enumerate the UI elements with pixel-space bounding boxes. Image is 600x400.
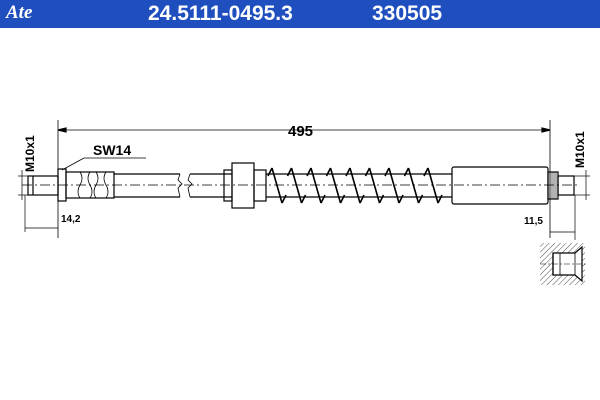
right-knurl xyxy=(547,171,559,200)
port-section-detail xyxy=(540,243,588,285)
ate-logo: Ate xyxy=(6,2,33,23)
crimp-sleeve xyxy=(451,166,549,205)
length-label: 495 xyxy=(288,123,313,140)
part-number: 24.5111-0495.3 xyxy=(148,2,293,25)
header-bar: Ate 24.5111-0495.3 330505 xyxy=(0,0,600,28)
hose-nut xyxy=(231,162,255,209)
ref-number: 330505 xyxy=(372,2,443,25)
right-thread-label: M10x1 xyxy=(573,131,587,168)
left-thread-label: M10x1 xyxy=(23,135,37,172)
break-mark xyxy=(177,173,193,198)
left-dimension-label: 14,2 xyxy=(61,214,81,225)
spring-guard xyxy=(267,167,443,204)
wrench-size-label: SW14 xyxy=(93,142,131,158)
right-thread xyxy=(557,175,575,196)
right-dimension-label: 11,5 xyxy=(524,216,543,227)
arrow xyxy=(541,127,551,133)
arrow xyxy=(57,127,67,133)
